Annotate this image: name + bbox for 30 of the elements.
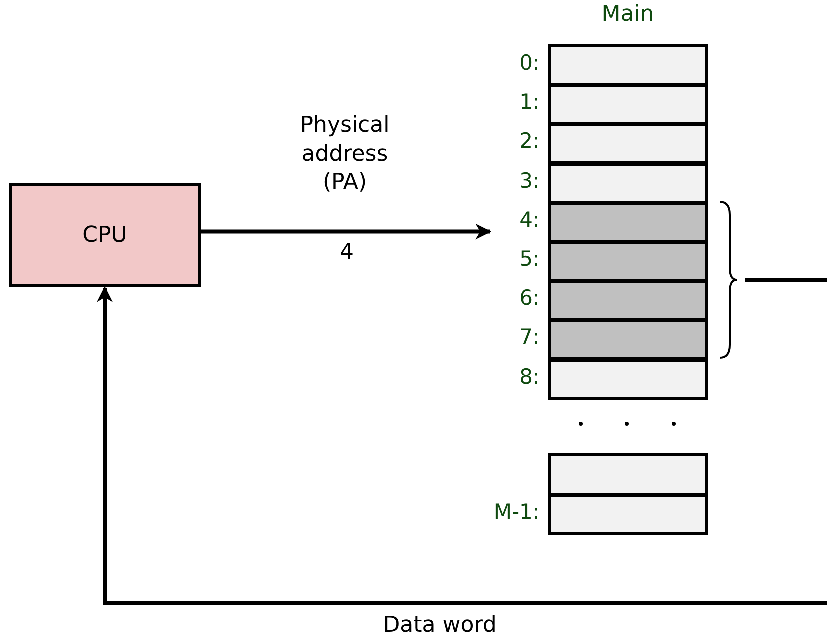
address-label: 3: (518, 168, 540, 193)
address-label: M-1: (492, 500, 540, 524)
arrow (97, 278, 827, 605)
address-label: 2: (518, 129, 540, 154)
memory-cell (548, 358, 708, 400)
highlighted-memory-cell (548, 319, 708, 360)
cpu-box (9, 183, 201, 287)
memory-cell (548, 162, 708, 204)
address-label: 6: (518, 286, 540, 310)
curly-brace (720, 201, 738, 359)
highlighted-memory-cell (548, 202, 708, 243)
memory-cell (548, 494, 708, 535)
memory-title: Main (600, 2, 656, 27)
address-label: 7: (518, 325, 540, 350)
arrow (201, 224, 492, 240)
address-label: 0: (518, 51, 540, 75)
memory-cell (548, 453, 708, 496)
highlighted-memory-cell (548, 280, 708, 322)
address-value: 4 (339, 240, 355, 265)
address-label: 1: (518, 90, 540, 114)
highlighted-memory-cell (548, 241, 708, 282)
address-label: 4: (518, 208, 540, 232)
memory-cell (548, 84, 708, 126)
edge-label: Physical address (PA) (299, 112, 391, 198)
address-label: 8: (518, 364, 540, 389)
memory-cell (548, 44, 708, 86)
address-label: 5: (518, 247, 540, 271)
memory-cell (548, 123, 708, 164)
node-label: CPU (82, 222, 128, 248)
edge-label: Data word (382, 612, 498, 640)
